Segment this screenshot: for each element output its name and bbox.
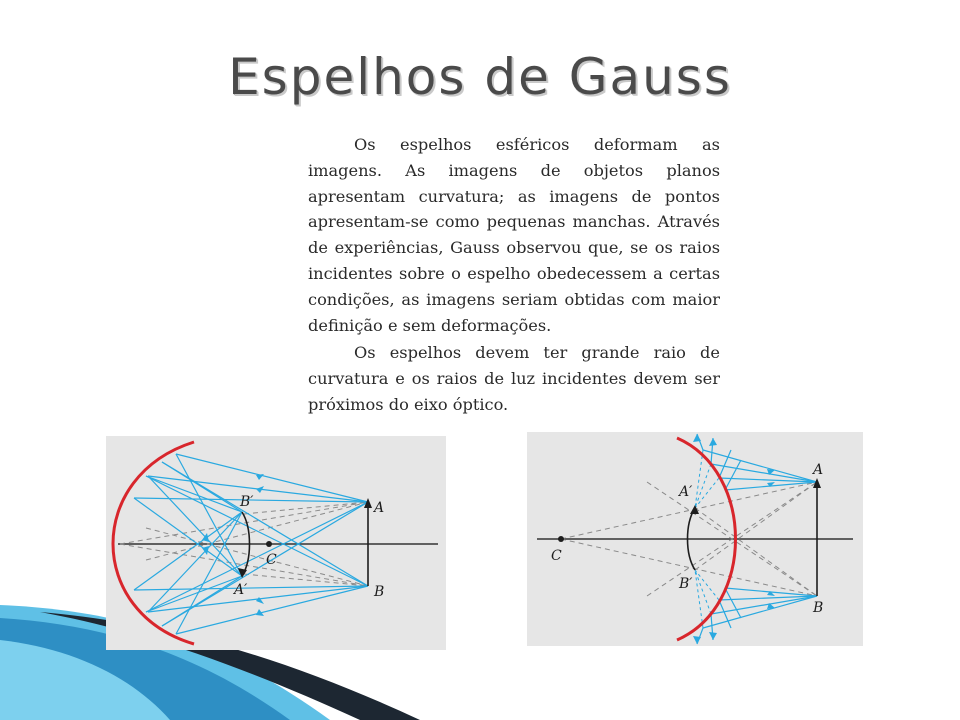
concave-mirror-figure: A B C B′ A′ — [106, 436, 446, 650]
label-a: A — [372, 500, 384, 516]
label-a: A — [811, 462, 823, 478]
label-b-prime: B′ — [678, 576, 693, 592]
label-b: B — [373, 584, 384, 600]
label-b-prime: B′ — [239, 494, 254, 510]
label-b: B — [812, 600, 823, 616]
paragraph-2: Os espelhos devem ter grande raio de cur… — [308, 343, 720, 414]
label-a-prime: A′ — [677, 484, 693, 500]
label-c: C — [551, 548, 562, 564]
label-c: C — [266, 552, 277, 568]
convex-mirror-figure: A B C A′ B′ — [527, 432, 863, 646]
body-text: Os espelhos esféricos deformam as imagen… — [308, 132, 720, 418]
slide-title: Espelhos de Gauss — [228, 48, 732, 106]
label-a-prime: A′ — [232, 582, 248, 598]
paragraph-1: Os espelhos esféricos deformam as imagen… — [308, 135, 720, 335]
